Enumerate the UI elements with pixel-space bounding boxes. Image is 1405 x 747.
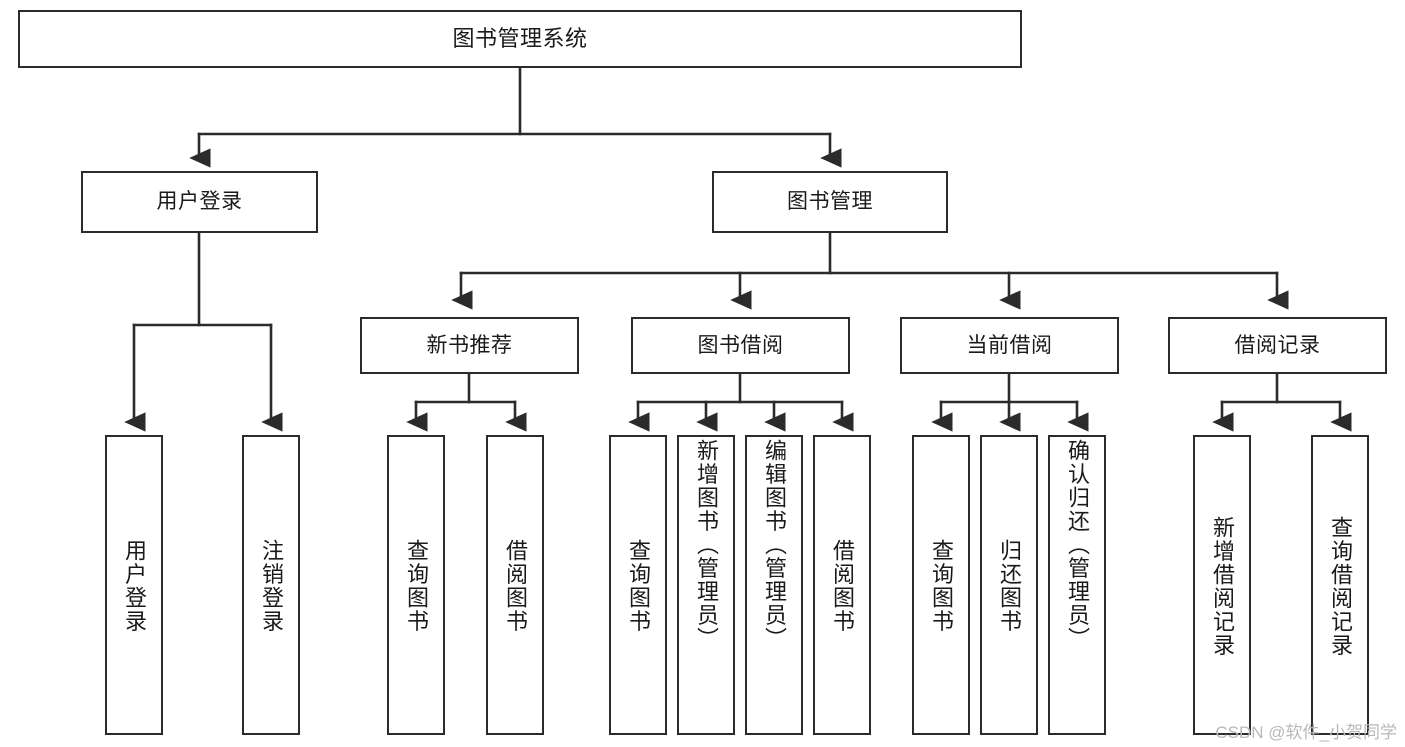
node-label: 当前借阅 [966,333,1053,357]
node-label: 借阅图书 [503,539,528,633]
node-label: 用户登录 [156,190,243,214]
node-leaf-return-book[interactable]: 归还图书 [980,435,1038,735]
node-leaf-query-record[interactable]: 查询借阅记录 [1311,435,1369,735]
node-label: 图书管理系统 [452,25,588,51]
watermark-text: CSDN @软件_小贺同学 [1215,723,1397,742]
node-leaf-confirm-return[interactable]: 确认归还（管理员） [1048,435,1106,735]
node-label: 借阅图书 [830,539,855,633]
node-label: 图书管理 [787,190,873,214]
node-label: 确认归还（管理员） [1065,439,1090,651]
node-borrow-record[interactable]: 借阅记录 [1168,317,1387,374]
node-leaf-query-book-2[interactable]: 查询图书 [609,435,667,735]
node-user-login[interactable]: 用户登录 [81,171,318,233]
node-book-manage[interactable]: 图书管理 [712,171,948,233]
node-label: 归还图书 [997,539,1022,633]
node-leaf-edit-book[interactable]: 编辑图书（管理员） [745,435,803,735]
node-current-borrow[interactable]: 当前借阅 [900,317,1119,374]
node-leaf-user-login[interactable]: 用户登录 [105,435,163,735]
node-label: 编辑图书（管理员） [762,439,787,651]
node-label: 借阅记录 [1234,333,1321,357]
node-root-book-management-system[interactable]: 图书管理系统 [18,10,1022,68]
node-leaf-logout-login[interactable]: 注销登录 [242,435,300,735]
node-leaf-add-book[interactable]: 新增图书（管理员） [677,435,735,735]
node-leaf-borrow-book-2[interactable]: 借阅图书 [813,435,871,735]
node-label: 用户登录 [122,539,147,633]
node-label: 新增借阅记录 [1210,515,1235,657]
node-label: 新增图书（管理员） [694,439,719,651]
node-leaf-query-book-1[interactable]: 查询图书 [387,435,445,735]
node-label: 查询图书 [626,539,651,633]
node-label: 新书推荐 [426,333,513,357]
node-label: 查询借阅记录 [1328,515,1353,657]
node-new-book-recommend[interactable]: 新书推荐 [360,317,579,374]
node-label: 图书借阅 [697,333,784,357]
node-leaf-add-record[interactable]: 新增借阅记录 [1193,435,1251,735]
node-label: 查询图书 [929,539,954,633]
node-label: 查询图书 [404,539,429,633]
node-leaf-borrow-book-1[interactable]: 借阅图书 [486,435,544,735]
node-book-borrow[interactable]: 图书借阅 [631,317,850,374]
node-leaf-query-book-3[interactable]: 查询图书 [912,435,970,735]
node-label: 注销登录 [259,539,284,633]
